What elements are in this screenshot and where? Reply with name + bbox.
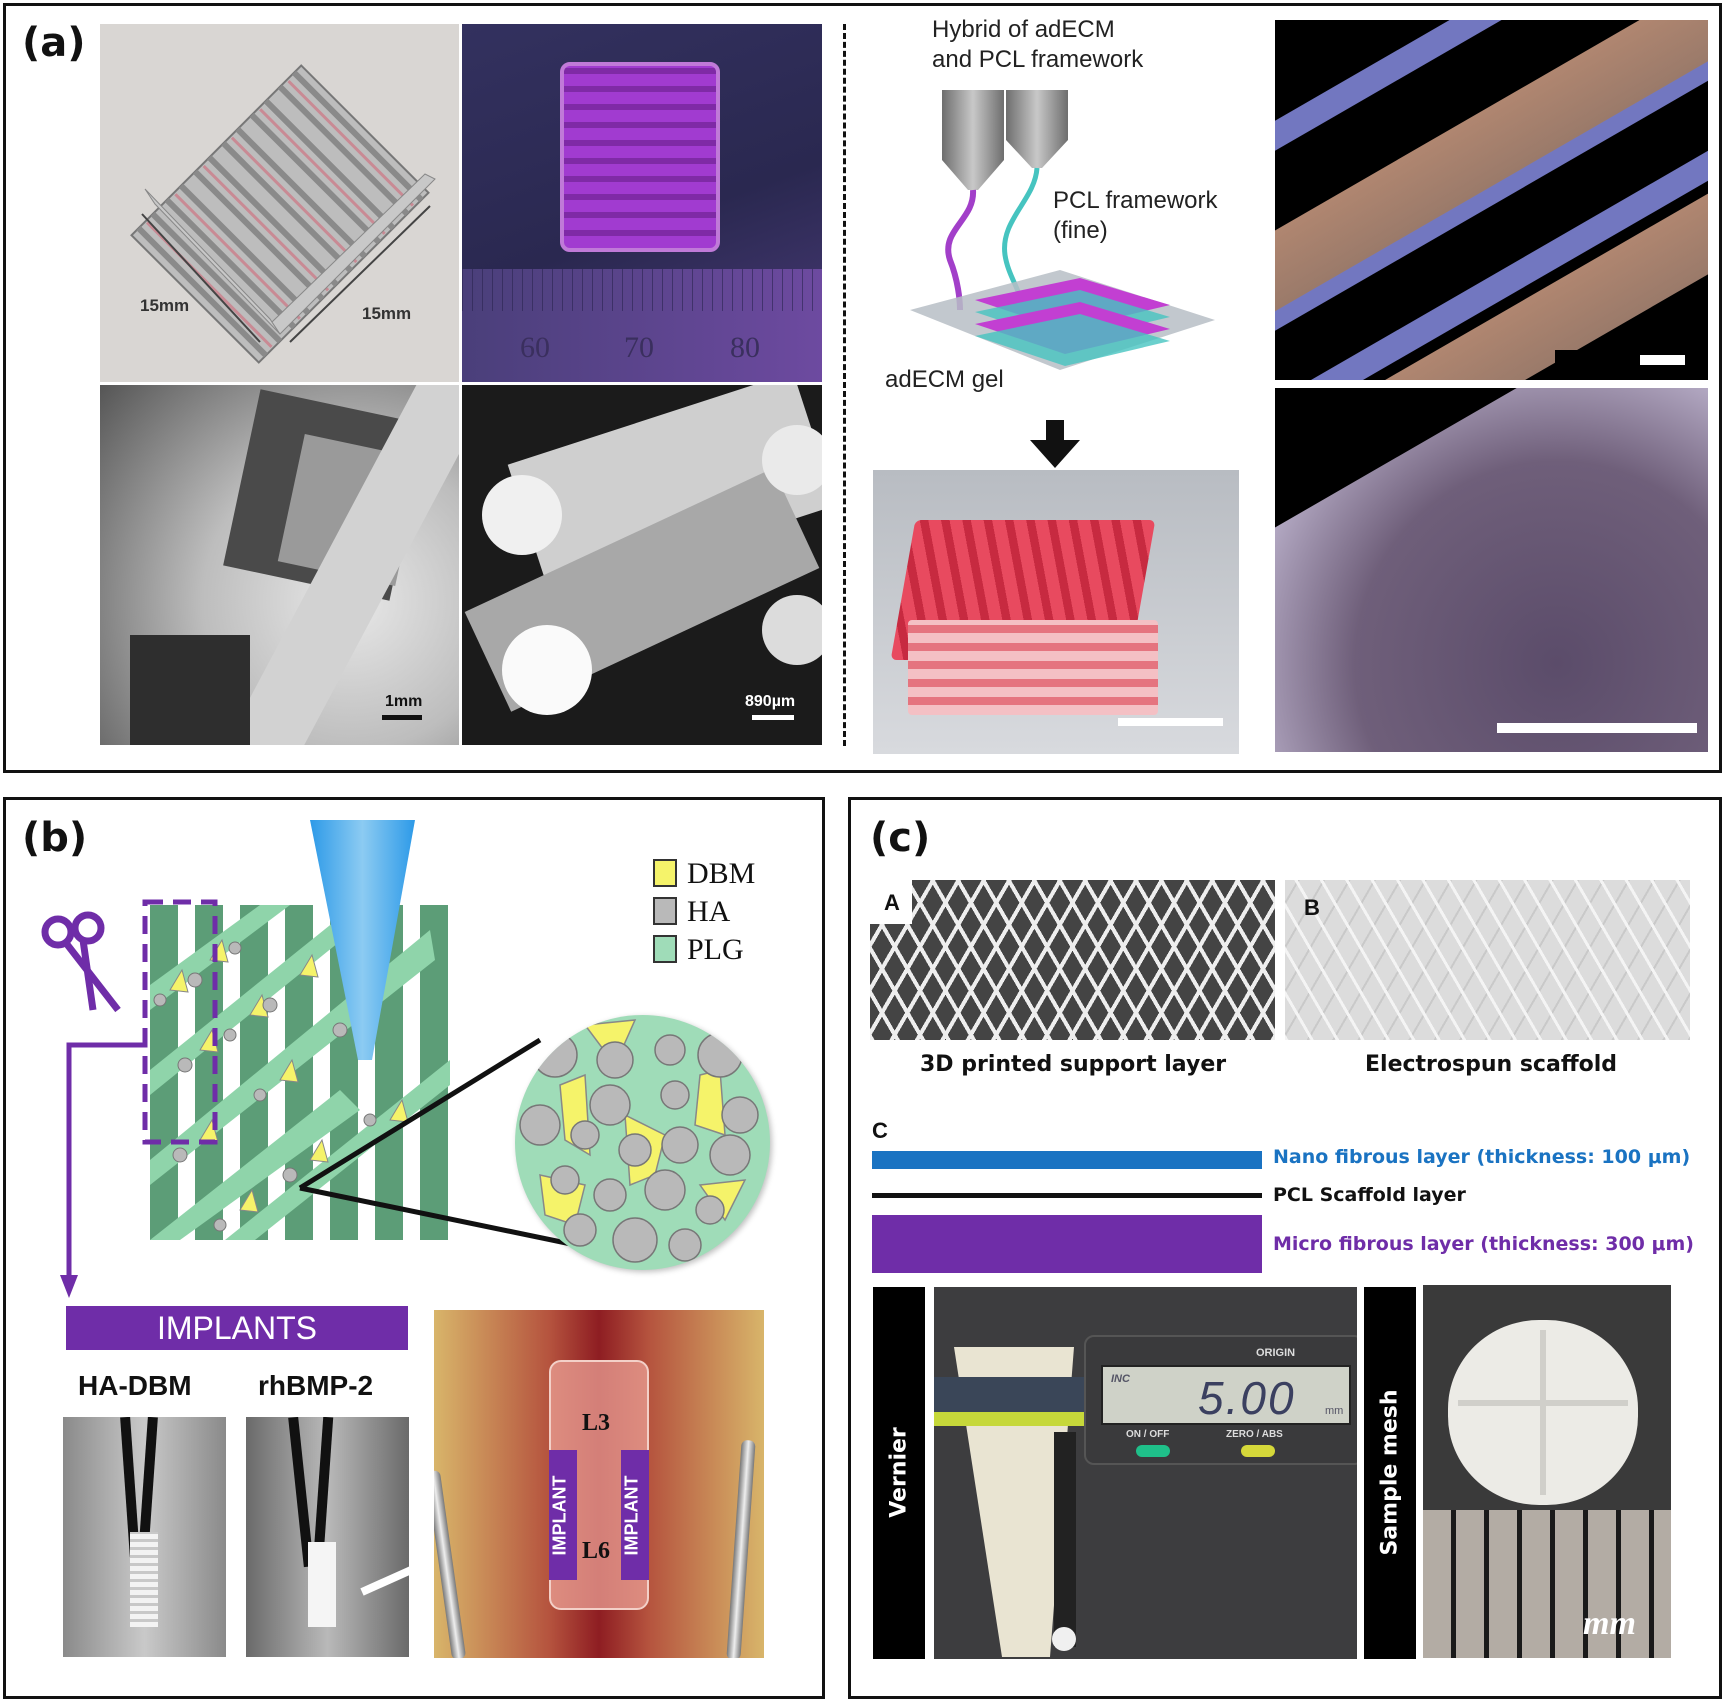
sample-label-ha-dbm: HA-DBM — [78, 1370, 192, 1401]
caliper-display-housing: ORIGIN INC 5.00 mm ON / OFF ZERO / ABS — [1084, 1335, 1357, 1465]
caliper-unit: mm — [1325, 1405, 1344, 1417]
pcl-scaffold-layer-label: PCL Scaffold layer — [1273, 1184, 1466, 1206]
dimension-label-left: 15mm — [140, 296, 190, 315]
legend-swatch-ha — [653, 897, 677, 925]
vernier-caliper-photo: ORIGIN INC 5.00 mm ON / OFF ZERO / ABS — [934, 1287, 1357, 1659]
panel-a-label: (a) — [22, 20, 86, 66]
ruler-tick-70: 70 — [624, 331, 654, 364]
sem-image-right: 890µm — [462, 385, 822, 745]
sample-label-rhbmp2: rhBMP-2 — [258, 1370, 374, 1401]
legend-swatch-plg — [653, 935, 677, 963]
schematic-title-line2: and PCL framework — [932, 46, 1144, 73]
sample-mesh-side-label: Sample mesh — [1377, 1389, 1403, 1556]
panel-b-label: (b) — [22, 815, 88, 861]
sample-mesh-photo: mm — [1423, 1285, 1671, 1658]
pcl-scaffold-layer-bar — [872, 1193, 1262, 1198]
caliper-on-off-label: ON / OFF — [1126, 1429, 1170, 1440]
legend-text-dbm: DBM — [687, 857, 756, 890]
surgery-photo: IMPLANT IMPLANT L3 L6 — [434, 1310, 764, 1658]
caliper-mode: INC — [1111, 1373, 1130, 1385]
flow-arrow — [60, 1030, 150, 1305]
vernier-side-label-bar — [873, 1287, 925, 1659]
subpanel-a-letter-box — [870, 880, 912, 924]
scale-bar — [382, 715, 422, 720]
caliper-value: 5.00 — [1198, 1372, 1296, 1424]
cad-model-image: 15mm 15mm — [100, 24, 459, 382]
subpanel-a-caption: 3D printed support layer — [920, 1052, 1227, 1077]
implant-label-left: IMPLANT — [549, 1475, 570, 1556]
legend-text-ha: HA — [687, 895, 731, 928]
vertebra-label-l3: L3 — [582, 1410, 611, 1436]
dashed-divider — [843, 24, 846, 746]
nano-fibrous-layer-label: Nano fibrous layer (thickness: 100 μm) — [1273, 1146, 1691, 1168]
electrospun-scaffold-image — [1285, 880, 1690, 1040]
caliper-origin-label: ORIGIN — [1256, 1347, 1296, 1359]
schematic-title-line1: Hybrid of adECM — [932, 16, 1115, 43]
caliper-lcd: INC 5.00 mm — [1101, 1365, 1351, 1425]
legend-swatch-dbm — [653, 859, 677, 887]
printed-support-layer-image — [870, 880, 1275, 1040]
subpanel-b-caption: Electrospun scaffold — [1365, 1052, 1618, 1077]
panel-c-label: (c) — [870, 815, 931, 861]
scale-label-890um: 890µm — [745, 693, 796, 710]
implants-banner-text: IMPLANTS — [156, 1310, 318, 1346]
magenta-scaffold — [560, 62, 720, 252]
scale-bar — [1497, 723, 1697, 733]
magnified-composite-circle — [515, 1015, 770, 1270]
scale-bar — [1640, 355, 1685, 365]
sem-image-left: 1mm — [100, 385, 459, 745]
legend-item-dbm: DBM — [653, 857, 773, 890]
print-nozzles-illustration — [880, 90, 1240, 390]
dimension-label-right: 15mm — [362, 304, 412, 323]
legend-item-ha: HA — [653, 895, 773, 928]
mm-ruler — [1423, 1510, 1671, 1658]
nano-fibrous-layer-bar — [872, 1151, 1262, 1169]
red-scaffold-photo — [873, 470, 1239, 754]
scale-label-1mm: 1mm — [385, 693, 423, 710]
nozzle-label-line1: PCL framework — [1053, 187, 1218, 214]
microscopy-image-bottom — [1275, 388, 1708, 752]
mesh-disc — [1448, 1320, 1638, 1505]
caliper-zero-abs-button — [1241, 1445, 1275, 1457]
vertebra-label-l6: L6 — [582, 1538, 611, 1564]
microscopy-image-top — [1275, 20, 1708, 380]
down-arrow-icon — [1030, 420, 1080, 473]
caliper-zero-abs-label: ZERO / ABS — [1226, 1429, 1283, 1440]
ruler: 60 70 80 — [462, 269, 822, 382]
substrate-label: adECM gel — [885, 366, 1004, 393]
vernier-side-label: Vernier — [886, 1427, 912, 1518]
implant-label-right: IMPLANT — [621, 1475, 642, 1556]
ha-dbm-implant-photo — [63, 1417, 226, 1657]
subpanel-a-letter: A — [884, 890, 900, 915]
subpanel-c-letter: C — [872, 1118, 888, 1143]
ruler-tick-80: 80 — [730, 331, 760, 364]
legend-item-plg: PLG — [653, 933, 773, 966]
ruler-unit-label: mm — [1583, 1605, 1636, 1642]
legend-text-plg: PLG — [687, 933, 744, 966]
subpanel-b-letter: B — [1304, 895, 1320, 920]
implants-banner: IMPLANTS — [66, 1306, 408, 1350]
scale-bar — [752, 715, 794, 720]
scissors-icon — [38, 910, 128, 1025]
ruler-tick-60: 60 — [520, 331, 550, 364]
scale-bar — [1118, 718, 1223, 726]
printed-scaffold-photo: 60 70 80 — [462, 24, 822, 382]
micro-fibrous-layer-label: Micro fibrous layer (thickness: 300 μm) — [1273, 1233, 1694, 1255]
micro-fibrous-layer-bar — [872, 1215, 1262, 1273]
sample-mesh-side-label-bar — [1364, 1287, 1416, 1659]
nozzle-label-line2: (fine) — [1053, 217, 1108, 244]
caliper-on-off-button — [1136, 1445, 1170, 1457]
rhbmp2-implant-photo — [246, 1417, 409, 1657]
scaffold-schematic — [140, 820, 780, 1260]
